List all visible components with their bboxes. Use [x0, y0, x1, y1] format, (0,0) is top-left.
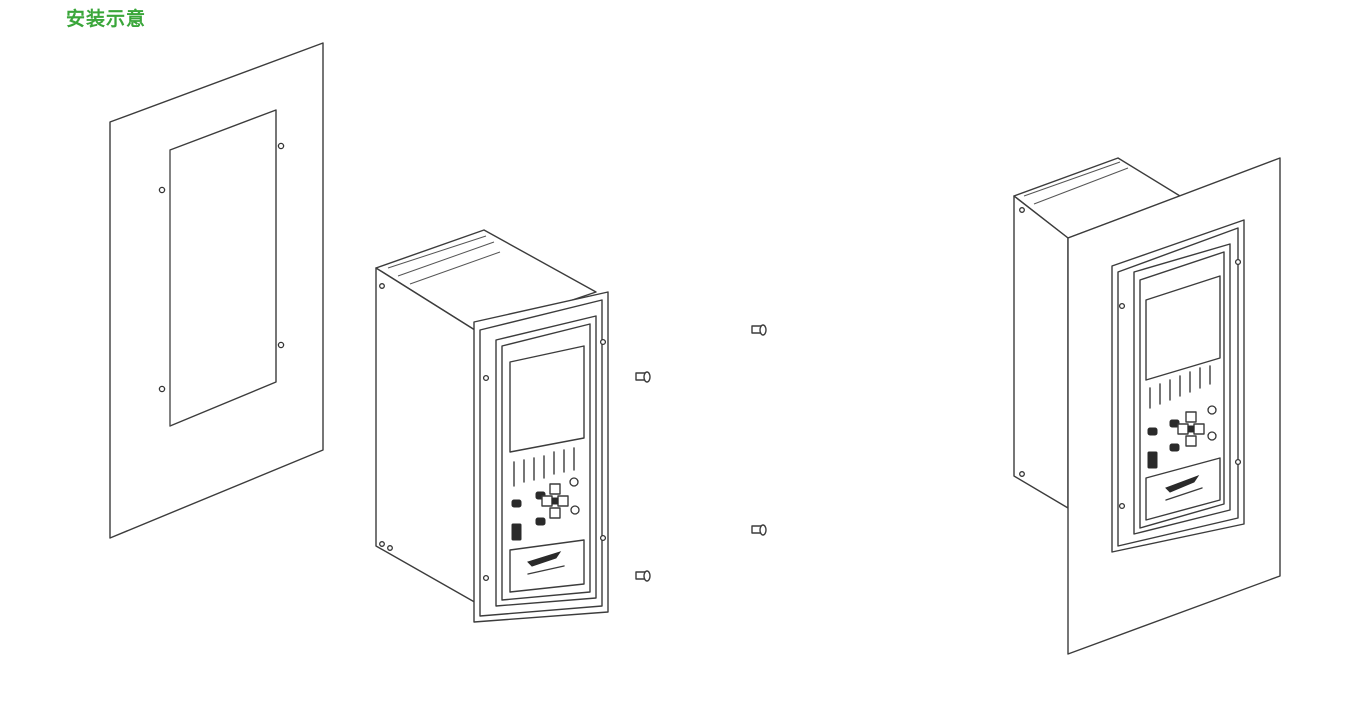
button-icon — [511, 499, 522, 508]
display-screen — [1145, 275, 1221, 381]
button-icon — [1207, 431, 1217, 441]
button-icon — [569, 477, 579, 487]
port-icon — [1147, 451, 1158, 469]
relay-device — [375, 229, 609, 623]
led-indicators — [513, 447, 575, 487]
panel-hole — [158, 385, 166, 393]
button-icon — [535, 517, 546, 526]
button-icon — [1207, 405, 1217, 415]
mounting-panel-cutout — [109, 42, 324, 539]
led-indicators — [1149, 365, 1211, 409]
mounting-screws — [635, 324, 767, 582]
device-side — [1013, 195, 1069, 509]
screw-icon — [751, 324, 767, 336]
display-screen — [509, 345, 585, 453]
brand-logo-icon — [527, 551, 562, 567]
page-title: 安装示意 — [66, 8, 147, 30]
brand-logo-icon — [1165, 474, 1200, 493]
keypad-cross-icon — [1177, 411, 1205, 447]
panel-hole — [277, 341, 285, 349]
screw-icon — [635, 570, 651, 582]
panel-hole — [158, 186, 166, 194]
screw-icon — [635, 371, 651, 383]
keypad-cross-icon — [541, 483, 569, 519]
button-icon — [570, 505, 580, 515]
button-icon — [1147, 427, 1158, 436]
button-icon — [1169, 443, 1180, 452]
assembled-device-in-panel — [1013, 157, 1281, 655]
screw-icon — [751, 524, 767, 536]
panel-hole — [277, 142, 285, 150]
port-icon — [511, 523, 522, 541]
